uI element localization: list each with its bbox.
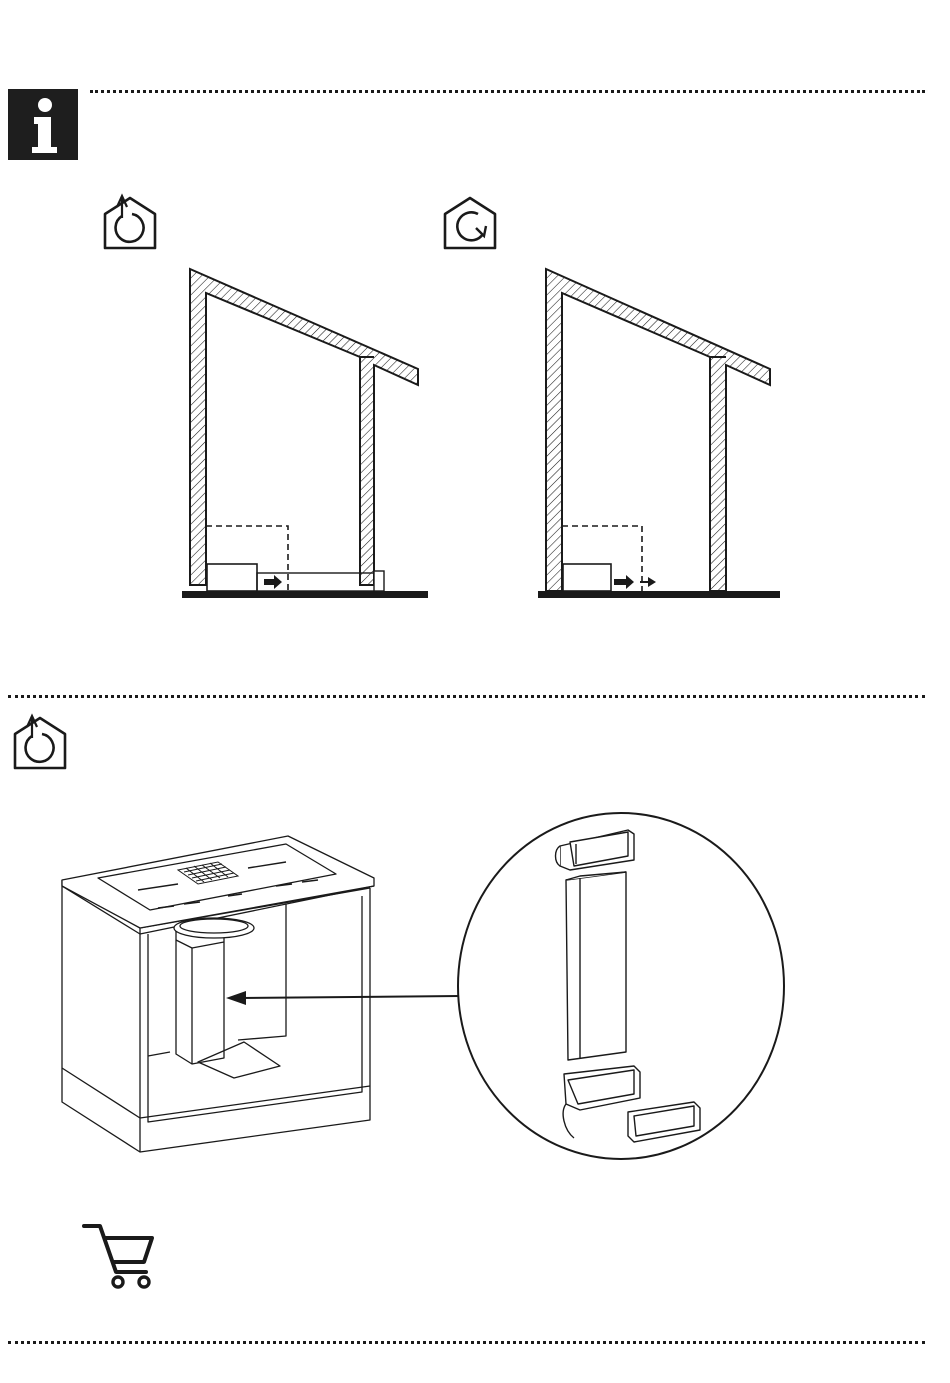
straight-duct: [566, 872, 626, 1060]
house-exhaust-icon: [100, 192, 160, 252]
duct-kit-magnified-view: [456, 812, 786, 1162]
house-exhaust-icon: [10, 712, 70, 772]
separator-middle: [8, 695, 925, 698]
recirculation-section-diagram: [534, 265, 794, 605]
shopping-cart-icon: [80, 1220, 160, 1292]
separator-bottom: [8, 1341, 925, 1344]
separator-top: [90, 90, 925, 93]
info-icon: [8, 89, 78, 160]
pointer-arrow: [222, 984, 462, 1014]
house-recirculation-icon: [440, 192, 500, 252]
exhaust-section-diagram: [178, 265, 438, 605]
